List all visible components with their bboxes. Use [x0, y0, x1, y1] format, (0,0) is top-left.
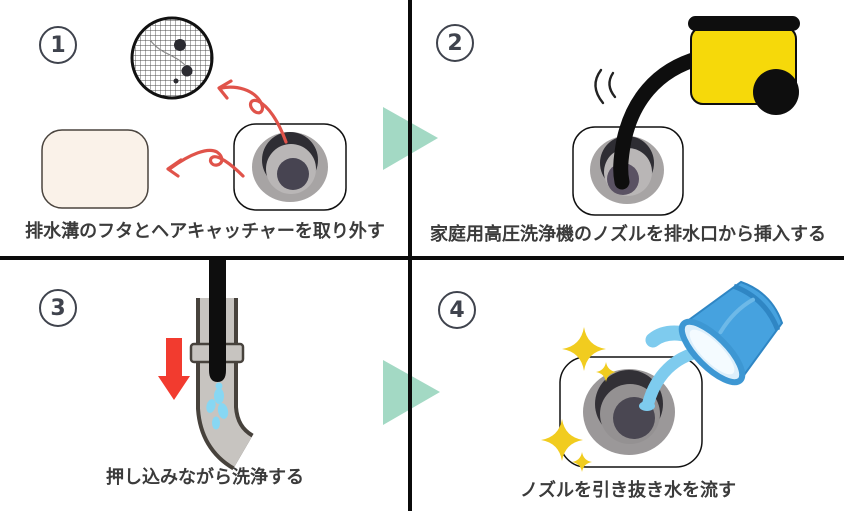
pipe-icon — [196, 298, 255, 471]
horizontal-divider — [0, 256, 844, 260]
step-3-number: 3 — [50, 295, 66, 321]
step-2-caption: 家庭用高圧洗浄機のノズルを排水口から挿入する — [430, 224, 826, 245]
step-3-caption: 押し込みながら洗浄する — [106, 467, 304, 488]
drain-icon — [559, 356, 703, 468]
step-2-number-badge: 2 — [436, 24, 474, 62]
panel-3-push-and-clean — [158, 259, 255, 471]
vibration-icon — [594, 68, 617, 105]
step-4-number: 4 — [449, 297, 465, 323]
step-1-number-badge: 1 — [39, 26, 77, 64]
curly-arrow-icon — [166, 79, 288, 178]
panel-2-insert-nozzle — [572, 16, 800, 216]
drain-lid-icon — [41, 129, 149, 209]
pressure-washer-icon — [688, 16, 800, 115]
panel-4-flush-water — [541, 280, 784, 472]
panel-1-remove-lid — [41, 16, 347, 211]
step-1-caption: 排水溝のフタとヘアキャッチャーを取り外す — [25, 221, 385, 242]
push-arrow-icon — [158, 338, 190, 400]
step-4-number-badge: 4 — [438, 291, 476, 329]
spray-icon — [206, 382, 229, 430]
sparkle-icon — [541, 327, 616, 472]
step-3-number-badge: 3 — [39, 289, 77, 327]
vertical-divider — [408, 0, 412, 511]
step-1-number: 1 — [50, 32, 66, 58]
nozzle-icon — [209, 259, 226, 382]
drain-icon — [233, 123, 347, 211]
step-2-number: 2 — [447, 30, 463, 56]
hair-catcher-icon — [130, 16, 214, 100]
hose-icon — [613, 50, 708, 190]
step-4-caption: ノズルを引き抜き水を流す — [520, 480, 736, 501]
bucket-icon — [678, 280, 784, 386]
